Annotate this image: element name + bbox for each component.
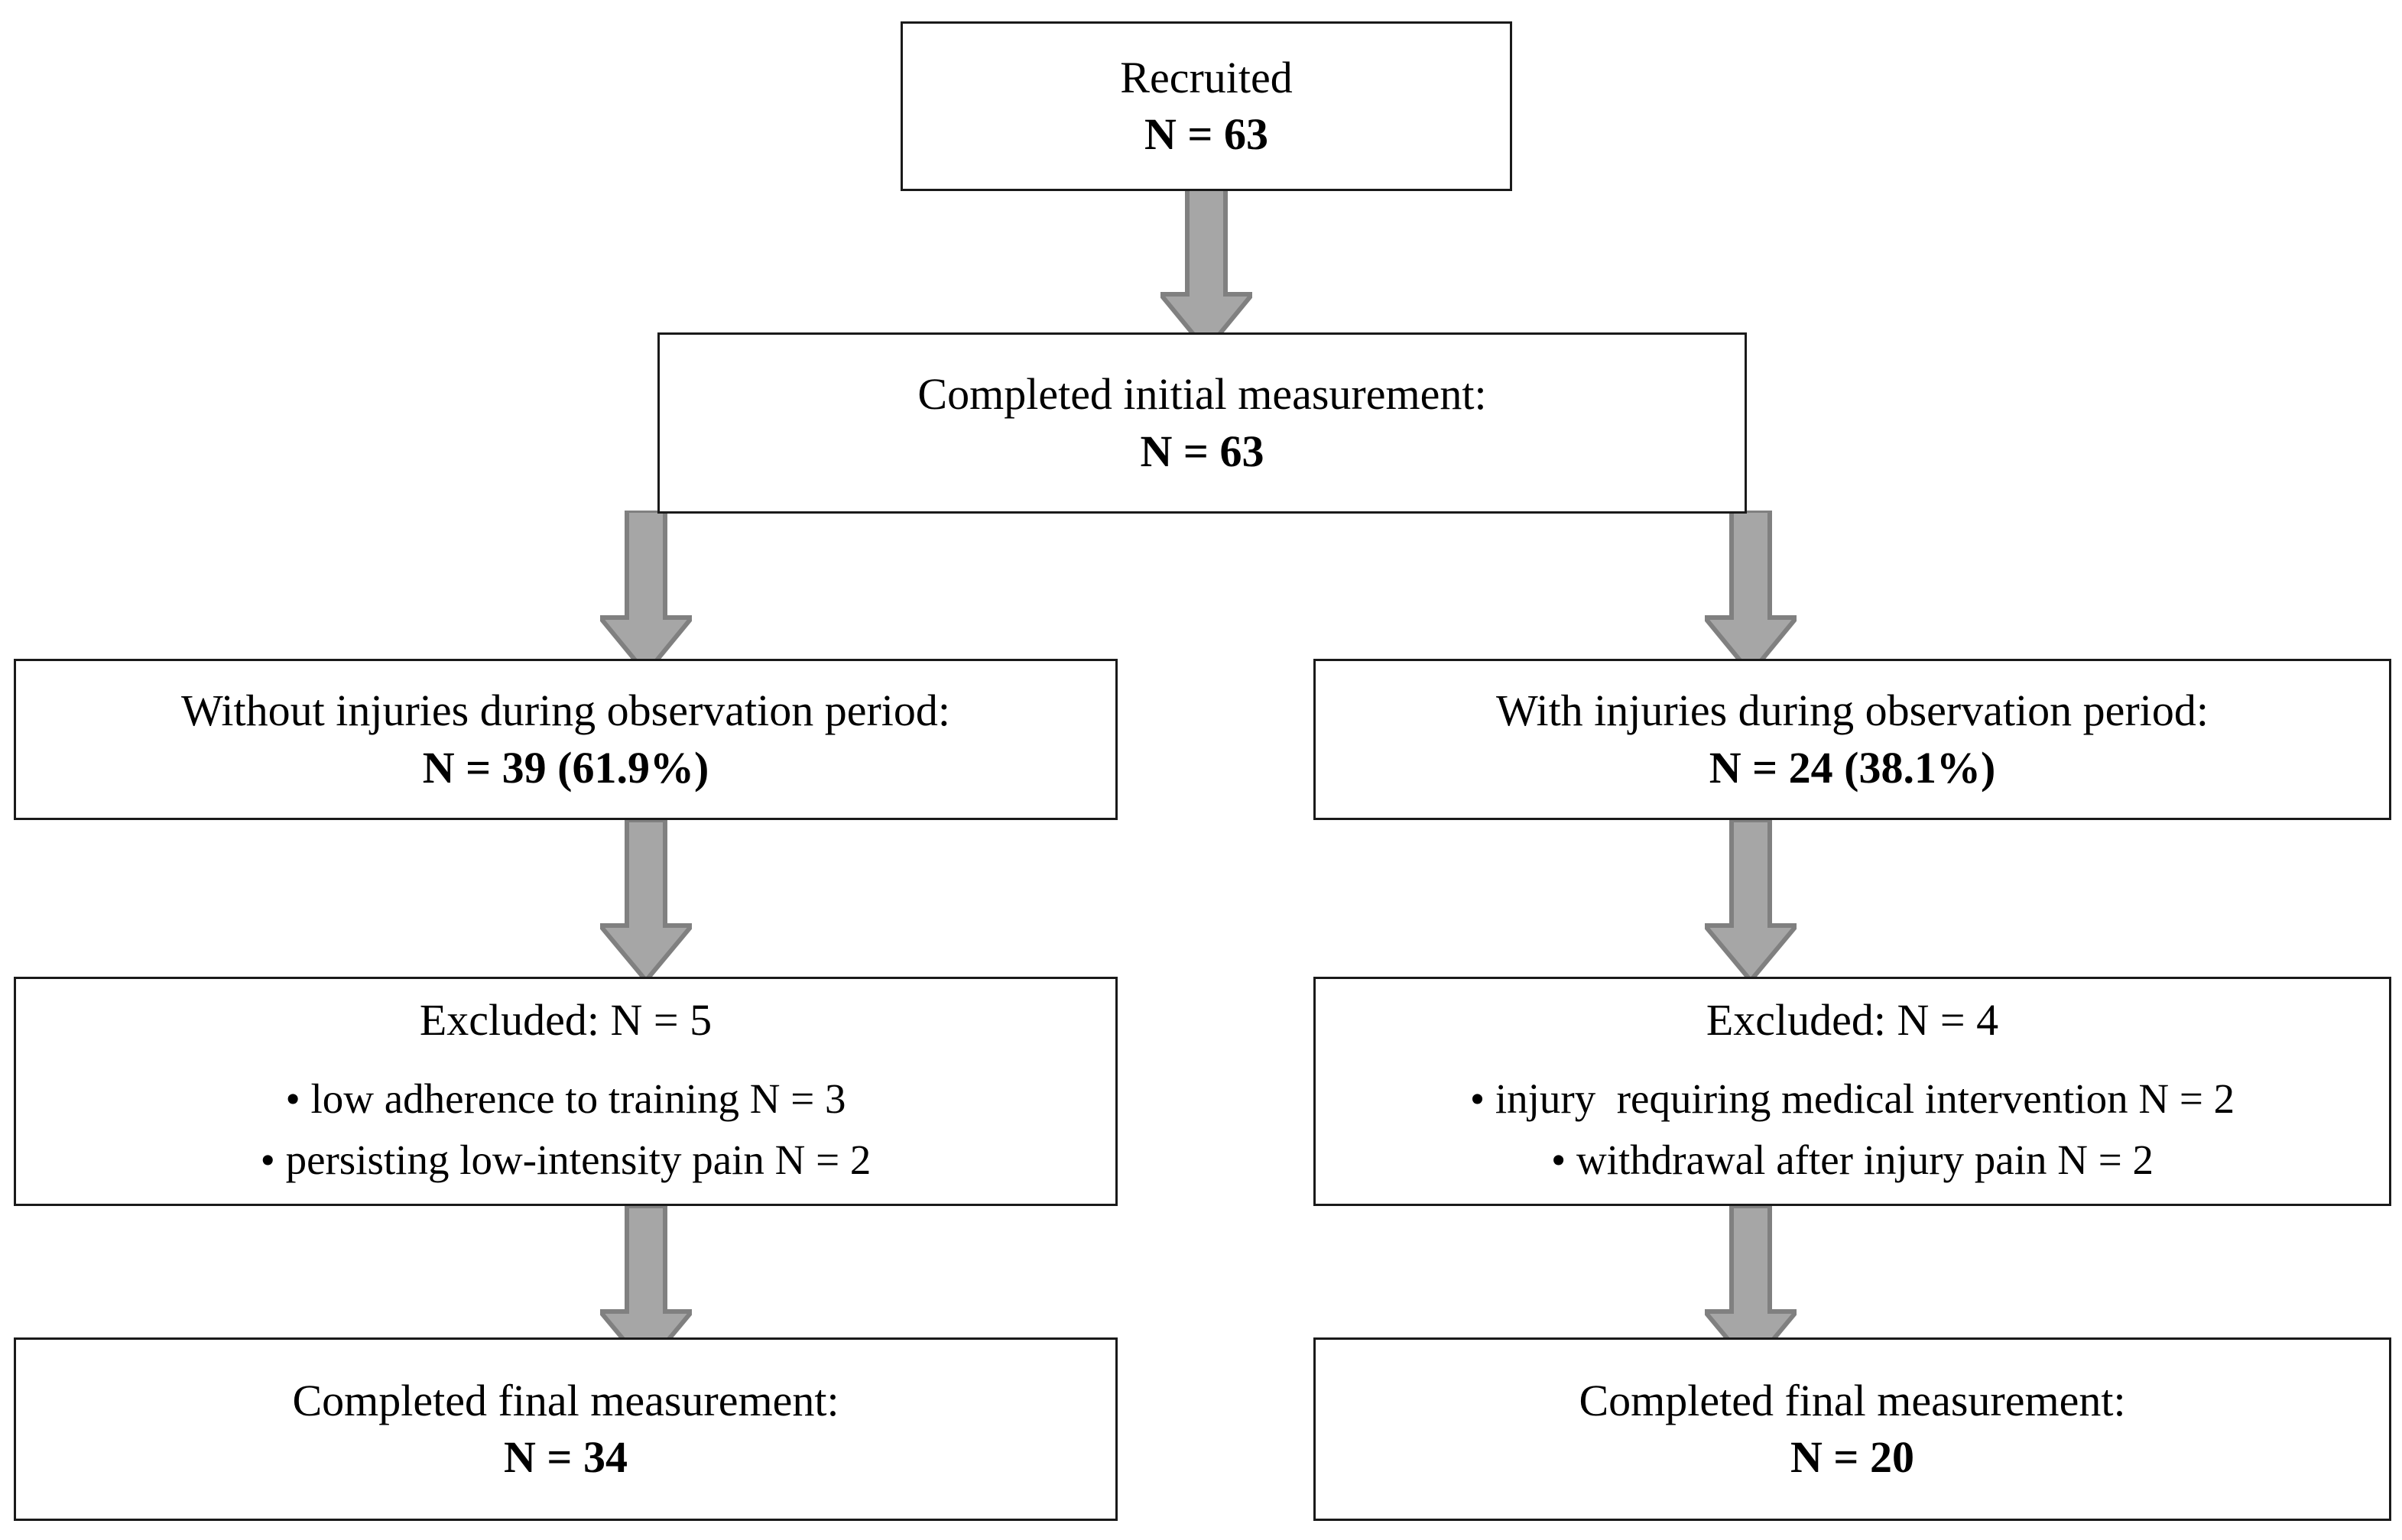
list-item: • low adherence to training N = 3 xyxy=(285,1075,846,1123)
node-excluded-left-heading-text: Excluded: xyxy=(419,995,611,1046)
node-initial-measurement-line1: Completed initial measurement: xyxy=(917,369,1487,420)
node-without-injuries-line1: Without injuries during observation peri… xyxy=(180,686,951,736)
node-excluded-right-heading-value: N = 4 xyxy=(1897,995,1999,1046)
down-arrow-icon xyxy=(600,820,692,982)
list-item: • persisting low-intensity pain N = 2 xyxy=(260,1136,872,1184)
down-arrow-icon xyxy=(600,511,692,675)
list-item: • withdrawal after injury pain N = 2 xyxy=(1551,1136,2154,1184)
node-final-right-line2: N = 20 xyxy=(1790,1432,1914,1482)
node-excluded-right-heading-text: Excluded: xyxy=(1706,995,1897,1046)
node-final-left-line1: Completed final measurement: xyxy=(292,1375,839,1425)
arrow-recruited-to-initial xyxy=(1160,187,1252,352)
node-final-right: Completed final measurement: N = 20 xyxy=(1313,1337,2391,1521)
list-item: • injury requiring medical intervention … xyxy=(1469,1075,2235,1123)
node-with-injuries-line1: With injuries during observation period: xyxy=(1496,686,2209,736)
node-with-injuries: With injuries during observation period:… xyxy=(1313,659,2391,820)
node-final-left: Completed final measurement: N = 34 xyxy=(14,1337,1118,1521)
node-recruited-line2: N = 63 xyxy=(1144,109,1268,159)
node-excluded-right: Excluded: N = 4 • injury requiring medic… xyxy=(1313,977,2391,1206)
arrow-initial-to-without-injuries xyxy=(600,511,692,675)
down-arrow-icon xyxy=(1705,511,1797,675)
node-without-injuries: Without injuries during observation peri… xyxy=(14,659,1118,820)
node-excluded-right-heading: Excluded: N = 4 xyxy=(1316,992,2389,1049)
node-recruited: Recruited N = 63 xyxy=(901,21,1512,191)
arrow-without-injuries-to-excluded xyxy=(600,820,692,982)
node-excluded-left-heading-value: N = 5 xyxy=(610,995,712,1046)
node-with-injuries-line2: N = 24 (38.1%) xyxy=(1709,742,1996,793)
arrow-with-injuries-to-excluded xyxy=(1705,820,1797,982)
node-initial-measurement: Completed initial measurement: N = 63 xyxy=(657,332,1747,514)
node-excluded-left-bullets: • low adherence to training N = 3 • pers… xyxy=(16,1068,1115,1191)
arrow-initial-to-with-injuries xyxy=(1705,511,1797,675)
node-excluded-left-heading: Excluded: N = 5 xyxy=(16,992,1115,1049)
node-final-left-line2: N = 34 xyxy=(504,1432,628,1482)
node-recruited-line1: Recruited xyxy=(1120,52,1293,102)
down-arrow-icon xyxy=(1160,187,1252,352)
node-initial-measurement-line2: N = 63 xyxy=(1140,426,1264,476)
node-without-injuries-line2: N = 39 (61.9%) xyxy=(422,742,709,793)
down-arrow-icon xyxy=(1705,820,1797,982)
node-excluded-left: Excluded: N = 5 • low adherence to train… xyxy=(14,977,1118,1206)
node-excluded-right-bullets: • injury requiring medical intervention … xyxy=(1316,1068,2389,1191)
node-final-right-line1: Completed final measurement: xyxy=(1579,1375,2126,1425)
